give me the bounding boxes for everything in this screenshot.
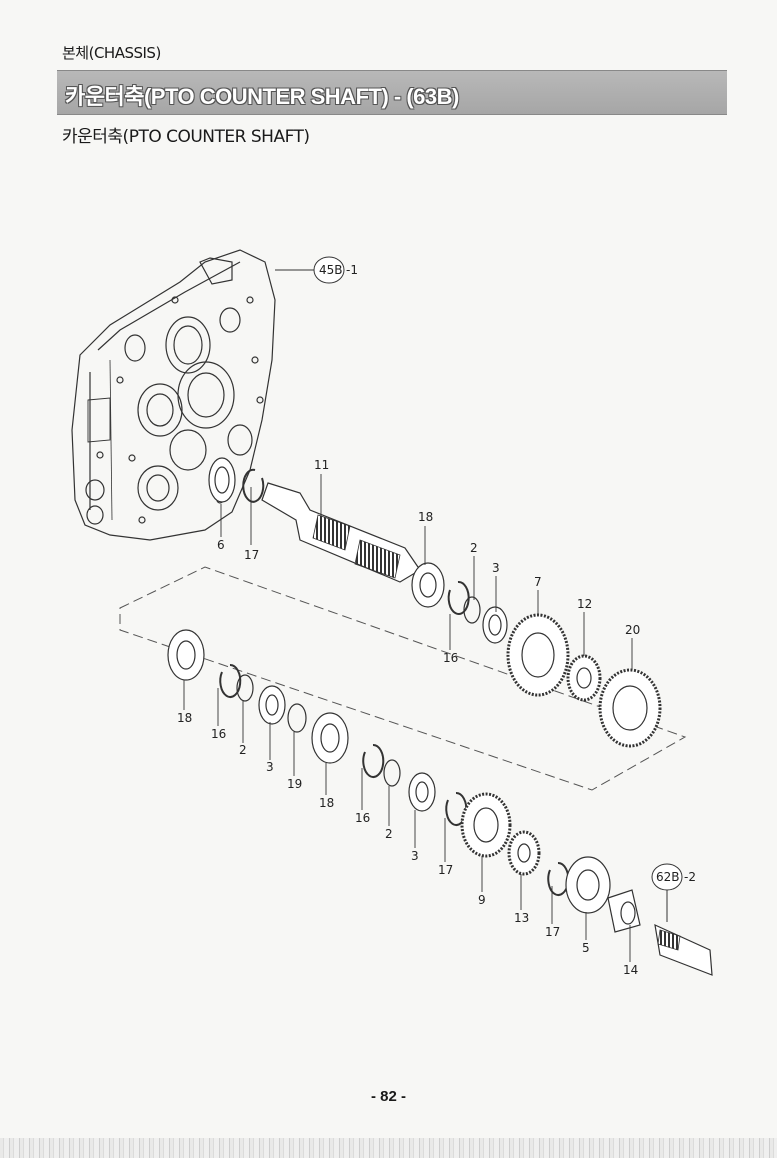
diagram-subtitle: 카운터축(PTO COUNTER SHAFT) [62, 127, 310, 147]
transmission-housing [71, 249, 276, 541]
part-number-2: 2 [385, 827, 393, 841]
part-number-3: 3 [411, 849, 419, 863]
lower-parts-row [167, 629, 713, 976]
leader-lines [183, 474, 633, 962]
part-number-2: 2 [239, 743, 247, 757]
sub-assembly-outline [119, 566, 687, 791]
part-number-17: 17 [244, 548, 259, 562]
part-number-16: 16 [443, 651, 458, 665]
part-number-17: 17 [438, 863, 453, 877]
upper-shaft-row [208, 457, 662, 748]
part-number-20: 20 [625, 623, 640, 637]
page-title: 카운터축(PTO COUNTER SHAFT) - (63B) [65, 84, 459, 109]
part-number-13: 13 [514, 911, 529, 925]
reference-45b-code: 45B [319, 263, 343, 277]
title-bar: 카운터축(PTO COUNTER SHAFT) - (63B) [57, 70, 727, 115]
section-label: 본체(CHASSIS) [62, 44, 161, 62]
part-number-7: 7 [534, 575, 542, 589]
part-number-2: 2 [470, 541, 478, 555]
part-number-18: 18 [319, 796, 334, 810]
reference-62b-suffix: -2 [684, 870, 696, 884]
reference-62b: 62B -2 [651, 863, 696, 922]
part-number-9: 9 [478, 893, 486, 907]
part-number-11: 11 [314, 458, 329, 472]
part-numbers: 11 6 17 18 2 3 7 12 20 16 18 16 2 3 19 1… [177, 458, 640, 977]
part-number-14: 14 [623, 963, 638, 977]
part-number-18: 18 [177, 711, 192, 725]
part-number-19: 19 [287, 777, 302, 791]
reference-45b: 45B -1 [275, 256, 358, 284]
part-number-5: 5 [582, 941, 590, 955]
part-number-3: 3 [492, 561, 500, 575]
part-number-12: 12 [577, 597, 592, 611]
part-number-3: 3 [266, 760, 274, 774]
part-number-6: 6 [217, 538, 225, 552]
page-number: - 82 - [370, 1088, 406, 1105]
part-number-16: 16 [211, 727, 226, 741]
reference-62b-code: 62B [656, 870, 680, 884]
reference-45b-suffix: -1 [346, 263, 358, 277]
scan-edge-strip [0, 1138, 777, 1158]
part-number-18: 18 [418, 510, 433, 524]
part-number-16: 16 [355, 811, 370, 825]
part-number-17: 17 [545, 925, 560, 939]
